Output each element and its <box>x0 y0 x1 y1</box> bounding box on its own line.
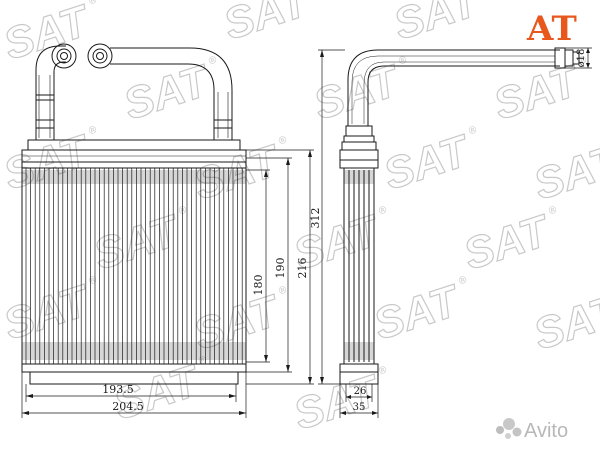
sat-watermark: SAT <box>378 126 477 200</box>
logo-text: AT <box>526 9 577 49</box>
sat-watermark: SAT <box>88 206 187 280</box>
side-dimension-arrows <box>320 48 590 415</box>
registered-mark: ® <box>376 364 389 378</box>
brand-logo: AT <box>526 9 577 49</box>
dim-height-216: 216 <box>296 258 309 279</box>
dim-height-180: 180 <box>252 275 265 296</box>
registered-mark: ® <box>396 54 409 68</box>
front-dimension-labels: 193.5 204.5 180 190 216 <box>102 258 309 414</box>
sat-watermark: SAT <box>458 206 557 280</box>
registered-mark: ® <box>376 204 389 218</box>
inlet-port <box>51 43 77 69</box>
registered-mark: ® <box>86 274 99 288</box>
dim-height-312: 312 <box>309 208 322 229</box>
registered-mark: ® <box>86 124 99 138</box>
dim-width-total: 204.5 <box>112 400 144 413</box>
registered-mark: ® <box>206 54 219 68</box>
registered-mark: ® <box>456 274 469 288</box>
sat-watermark: SAT <box>528 136 600 210</box>
avito-watermark: Avito <box>496 418 568 442</box>
side-dimension-labels: 312 26 35 ø18 <box>309 49 587 413</box>
outlet-port <box>87 43 113 69</box>
dim-depth-26: 26 <box>354 386 367 397</box>
sat-watermark: SAT <box>0 126 97 200</box>
side-pipe <box>347 47 580 126</box>
dim-pipe-diameter: ø18 <box>576 49 587 68</box>
registered-mark: ® <box>546 204 559 218</box>
registered-mark: ® <box>176 204 189 218</box>
dim-width-core: 193.5 <box>102 383 134 396</box>
left-pipe <box>35 45 66 140</box>
registered-mark: ® <box>576 54 589 68</box>
front-dimension-arrows <box>22 150 312 415</box>
sat-watermark: SAT <box>368 276 467 350</box>
registered-mark: ® <box>276 134 289 148</box>
registered-mark: ® <box>466 124 479 138</box>
sat-watermark: SAT <box>0 0 97 70</box>
radiator-core <box>21 167 247 365</box>
core-fins <box>25 168 243 364</box>
front-view <box>21 43 247 385</box>
sat-watermark: SAT <box>528 286 600 360</box>
sat-watermark: SAT <box>388 0 487 50</box>
sat-watermark: SAT <box>218 0 317 50</box>
bottom-tank <box>21 363 247 385</box>
dim-height-190: 190 <box>274 258 287 279</box>
right-pipe <box>110 47 233 140</box>
sat-watermark: SAT <box>308 56 407 130</box>
side-core <box>343 167 375 365</box>
registered-mark: ® <box>276 284 289 298</box>
avito-text: Avito <box>524 420 568 442</box>
dim-depth-35: 35 <box>353 402 366 413</box>
side-view <box>339 47 580 385</box>
sat-watermark: SAT <box>488 56 587 130</box>
registered-mark: ® <box>86 0 99 8</box>
sat-watermark: SAT <box>288 366 387 440</box>
side-tank-bottom <box>339 363 379 385</box>
side-tank-top <box>339 125 379 169</box>
sat-watermark: SAT <box>0 276 97 350</box>
